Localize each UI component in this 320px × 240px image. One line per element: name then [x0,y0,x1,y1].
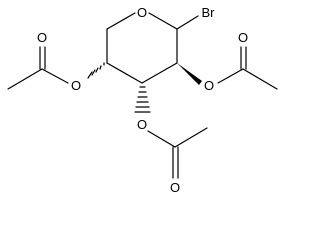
atom-labels: O Br O O O O O O [37,5,248,195]
carbonyl-oxygen-right-label: O [238,30,248,45]
bonds [7,12,278,179]
bond-middle-carbonyl-methyl [174,127,208,148]
bond-o-right-carbonyl [217,68,244,84]
bond-left-carbonyl-methyl [7,68,43,90]
bond-o-middle-carbonyl [147,130,176,148]
bond-right-carbonyl-methyl [242,68,278,90]
structure-diagram: O Br O O O O O O [7,5,278,195]
wedge-bond-c2 [177,63,202,85]
ester-oxygen-middle-label: O [137,117,147,132]
ester-oxygen-right-label: O [204,78,214,93]
carbonyl-oxygen-middle-label: O [170,180,180,195]
hashed-bond-c3 [134,86,151,113]
ester-oxygen-left-label: O [71,78,81,93]
bond-o-left-carbonyl [41,68,69,84]
bond-c2-c3 [141,62,178,84]
ring-oxygen-label: O [137,5,147,20]
bond-c5-o-ring [106,12,136,30]
carbonyl-oxygen-left-label: O [37,30,47,45]
bond-c1-br [176,15,199,30]
bond-o-ring-c1 [148,12,178,30]
bromine-label: Br [202,5,216,20]
hashed-bond-c4 [87,62,105,79]
bond-c3-c4 [106,62,143,84]
